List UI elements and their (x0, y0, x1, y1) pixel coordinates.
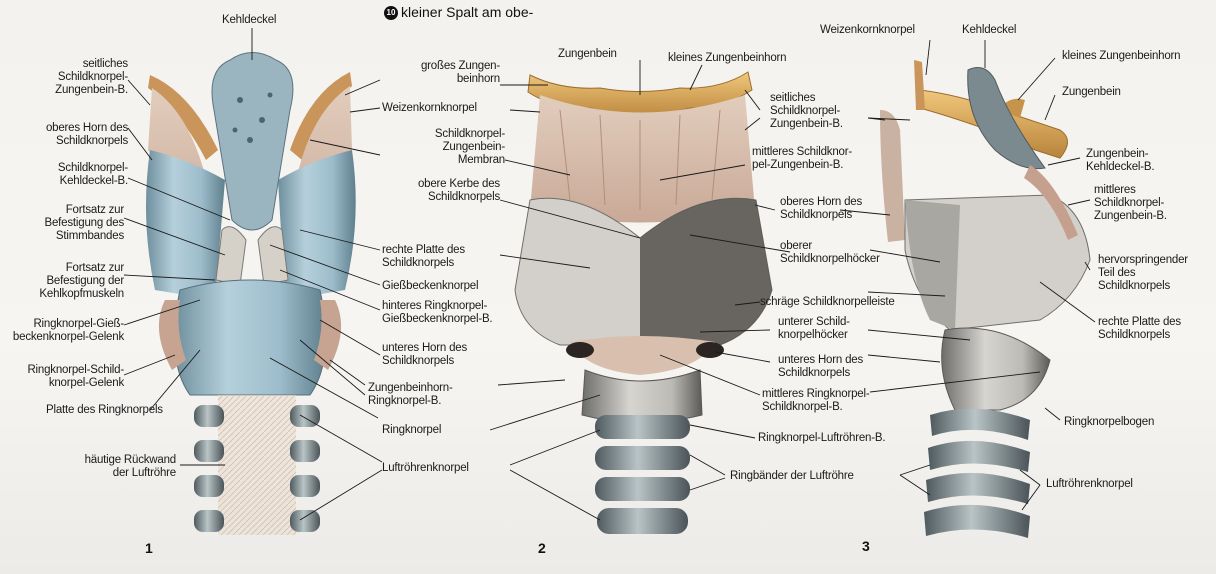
label-rechte-platte-3: rechte Platte des Schildknorpels (1098, 316, 1181, 342)
figure-1-drawing (146, 53, 356, 536)
label-kleines-horn-3: kleines Zungenbeinhorn (1062, 50, 1180, 63)
label-rueckwand: häutige Rückwand der Luftröhre (56, 454, 176, 480)
note-marker-icon: 10 (384, 6, 398, 20)
label-bogen: Ringknorpelbogen (1064, 416, 1154, 429)
label-obere-kerbe: obere Kerbe des Schildknorpels (380, 178, 500, 204)
label-hinteres-b: hinteres Ringknorpel- Gießbeckenknorpel-… (382, 300, 492, 326)
figure-3-trachea-rings (924, 409, 1030, 538)
figure-number-3: 3 (862, 538, 870, 554)
label-fortsatz-muskeln: Fortsatz zur Befestigung der Kehlkopfmus… (14, 262, 124, 301)
label-luftroehrenknorpel-1: Luftröhrenknorpel (382, 462, 469, 475)
label-giessbecken: Gießbeckenknorpel (382, 280, 478, 293)
label-weizenkorn-1: Weizenkornknorpel (382, 102, 477, 115)
label-mittleres-3: mittleres Schildknorpel- Zungenbein-B. (1094, 184, 1167, 223)
label-zungenbeinhorn-b: Zungenbeinhorn- Ringknorpel-B. (368, 382, 453, 408)
label-fortsatz-stimmband: Fortsatz zur Befestigung des Stimmbandes (14, 204, 124, 243)
label-mittleres-ring: mittleres Ringknorpel- Schildknorpel-B. (762, 388, 869, 414)
label-unteres-horn-2: unteres Horn des Schildknorpels (778, 354, 863, 380)
label-giess-gelenk: Ringknorpel-Gieß- beckenknorpel-Gelenk (4, 318, 124, 344)
label-ringknorpel: Ringknorpel (382, 424, 441, 437)
label-ringbaender: Ringbänder der Luftröhre (730, 470, 854, 483)
label-kleines-horn-2: kleines Zungenbeinhorn (668, 52, 786, 65)
top-note-text: kleiner Spalt am obe- (401, 4, 533, 20)
label-hervor: hervorspringender Teil des Schildknorpel… (1098, 254, 1188, 293)
label-seitliches-1: seitliches Schildknorpel- Zungenbein-B. (38, 58, 128, 97)
label-zb-kehldeckel: Zungenbein- Kehldeckel-B. (1086, 148, 1154, 174)
figure-2-trachea-rings (595, 415, 690, 534)
figure-number-1: 1 (145, 540, 153, 556)
label-zungenbein-2: Zungenbein (558, 48, 617, 61)
label-grosses-horn: großes Zungen- beinhorn (380, 60, 500, 86)
label-hoecker: oberer Schildknorpelhöcker (780, 240, 880, 266)
label-luftroehrenknorpel-3: Luftröhrenknorpel (1046, 478, 1133, 491)
label-kehldeckel-3: Kehldeckel (962, 24, 1016, 37)
label-kehldeckel-b-1: Schildknorpel- Kehldeckel-B. (28, 162, 128, 188)
label-rechte-platte-1: rechte Platte des Schildknorpels (382, 244, 465, 270)
label-unterer-hoecker: unterer Schild- knorpelhöcker (778, 316, 850, 342)
label-seitliches-2: seitliches Schildknorpel- Zungenbein-B. (770, 92, 843, 131)
label-leiste: schräge Schildknorpelleiste (760, 296, 895, 309)
figure-3-drawing (880, 60, 1090, 538)
label-mittleres-2: mittleres Schildknor- pel-Zungenbein-B. (752, 146, 852, 172)
label-luftroehren-b: Ringknorpel-Luftröhren-B. (758, 432, 885, 445)
label-platte-ringknorpel: Platte des Ringknorpels (46, 404, 163, 417)
label-oberes-horn-2: oberes Horn des Schildknorpels (780, 196, 862, 222)
label-oberes-horn-1: oberes Horn des Schildknorpels (28, 122, 128, 148)
label-weizenkorn-3: Weizenkornknorpel (820, 24, 915, 37)
label-membran: Schildknorpel- Zungenbein- Membran (385, 128, 505, 167)
label-schild-gelenk: Ringknorpel-Schild- knorpel-Gelenk (4, 364, 124, 390)
label-zungenbein-3: Zungenbein (1062, 86, 1121, 99)
label-unteres-horn-1: unteres Horn des Schildknorpels (382, 342, 467, 368)
label-kehldeckel-1: Kehldeckel (222, 14, 276, 27)
figure-number-2: 2 (538, 540, 546, 556)
figure-2-drawing (515, 72, 772, 534)
